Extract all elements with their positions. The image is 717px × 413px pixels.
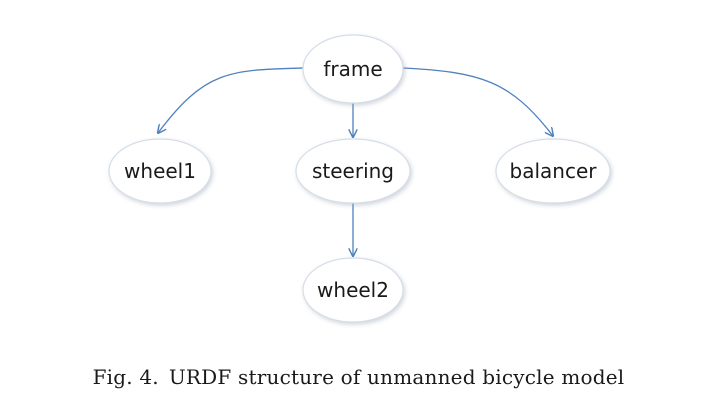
edge-frame-balancer — [402, 67, 553, 136]
figure-caption-text: URDF structure of unmanned bicycle model — [168, 365, 625, 389]
node-wheel1: wheel1 — [108, 138, 212, 204]
node-frame-label: frame — [323, 57, 382, 81]
node-balancer: balancer — [495, 138, 611, 204]
node-wheel1-label: wheel1 — [124, 159, 196, 183]
node-steering: steering — [295, 138, 411, 204]
figure-number: Fig. 4. — [92, 365, 159, 389]
node-wheel2: wheel2 — [302, 257, 404, 323]
node-wheel2-label: wheel2 — [317, 278, 389, 302]
figure-caption: Fig. 4. URDF structure of unmanned bicycl… — [0, 365, 717, 389]
node-steering-label: steering — [312, 159, 394, 183]
node-balancer-label: balancer — [510, 159, 598, 183]
edge-frame-wheel1 — [158, 67, 304, 133]
node-frame: frame — [302, 34, 404, 104]
